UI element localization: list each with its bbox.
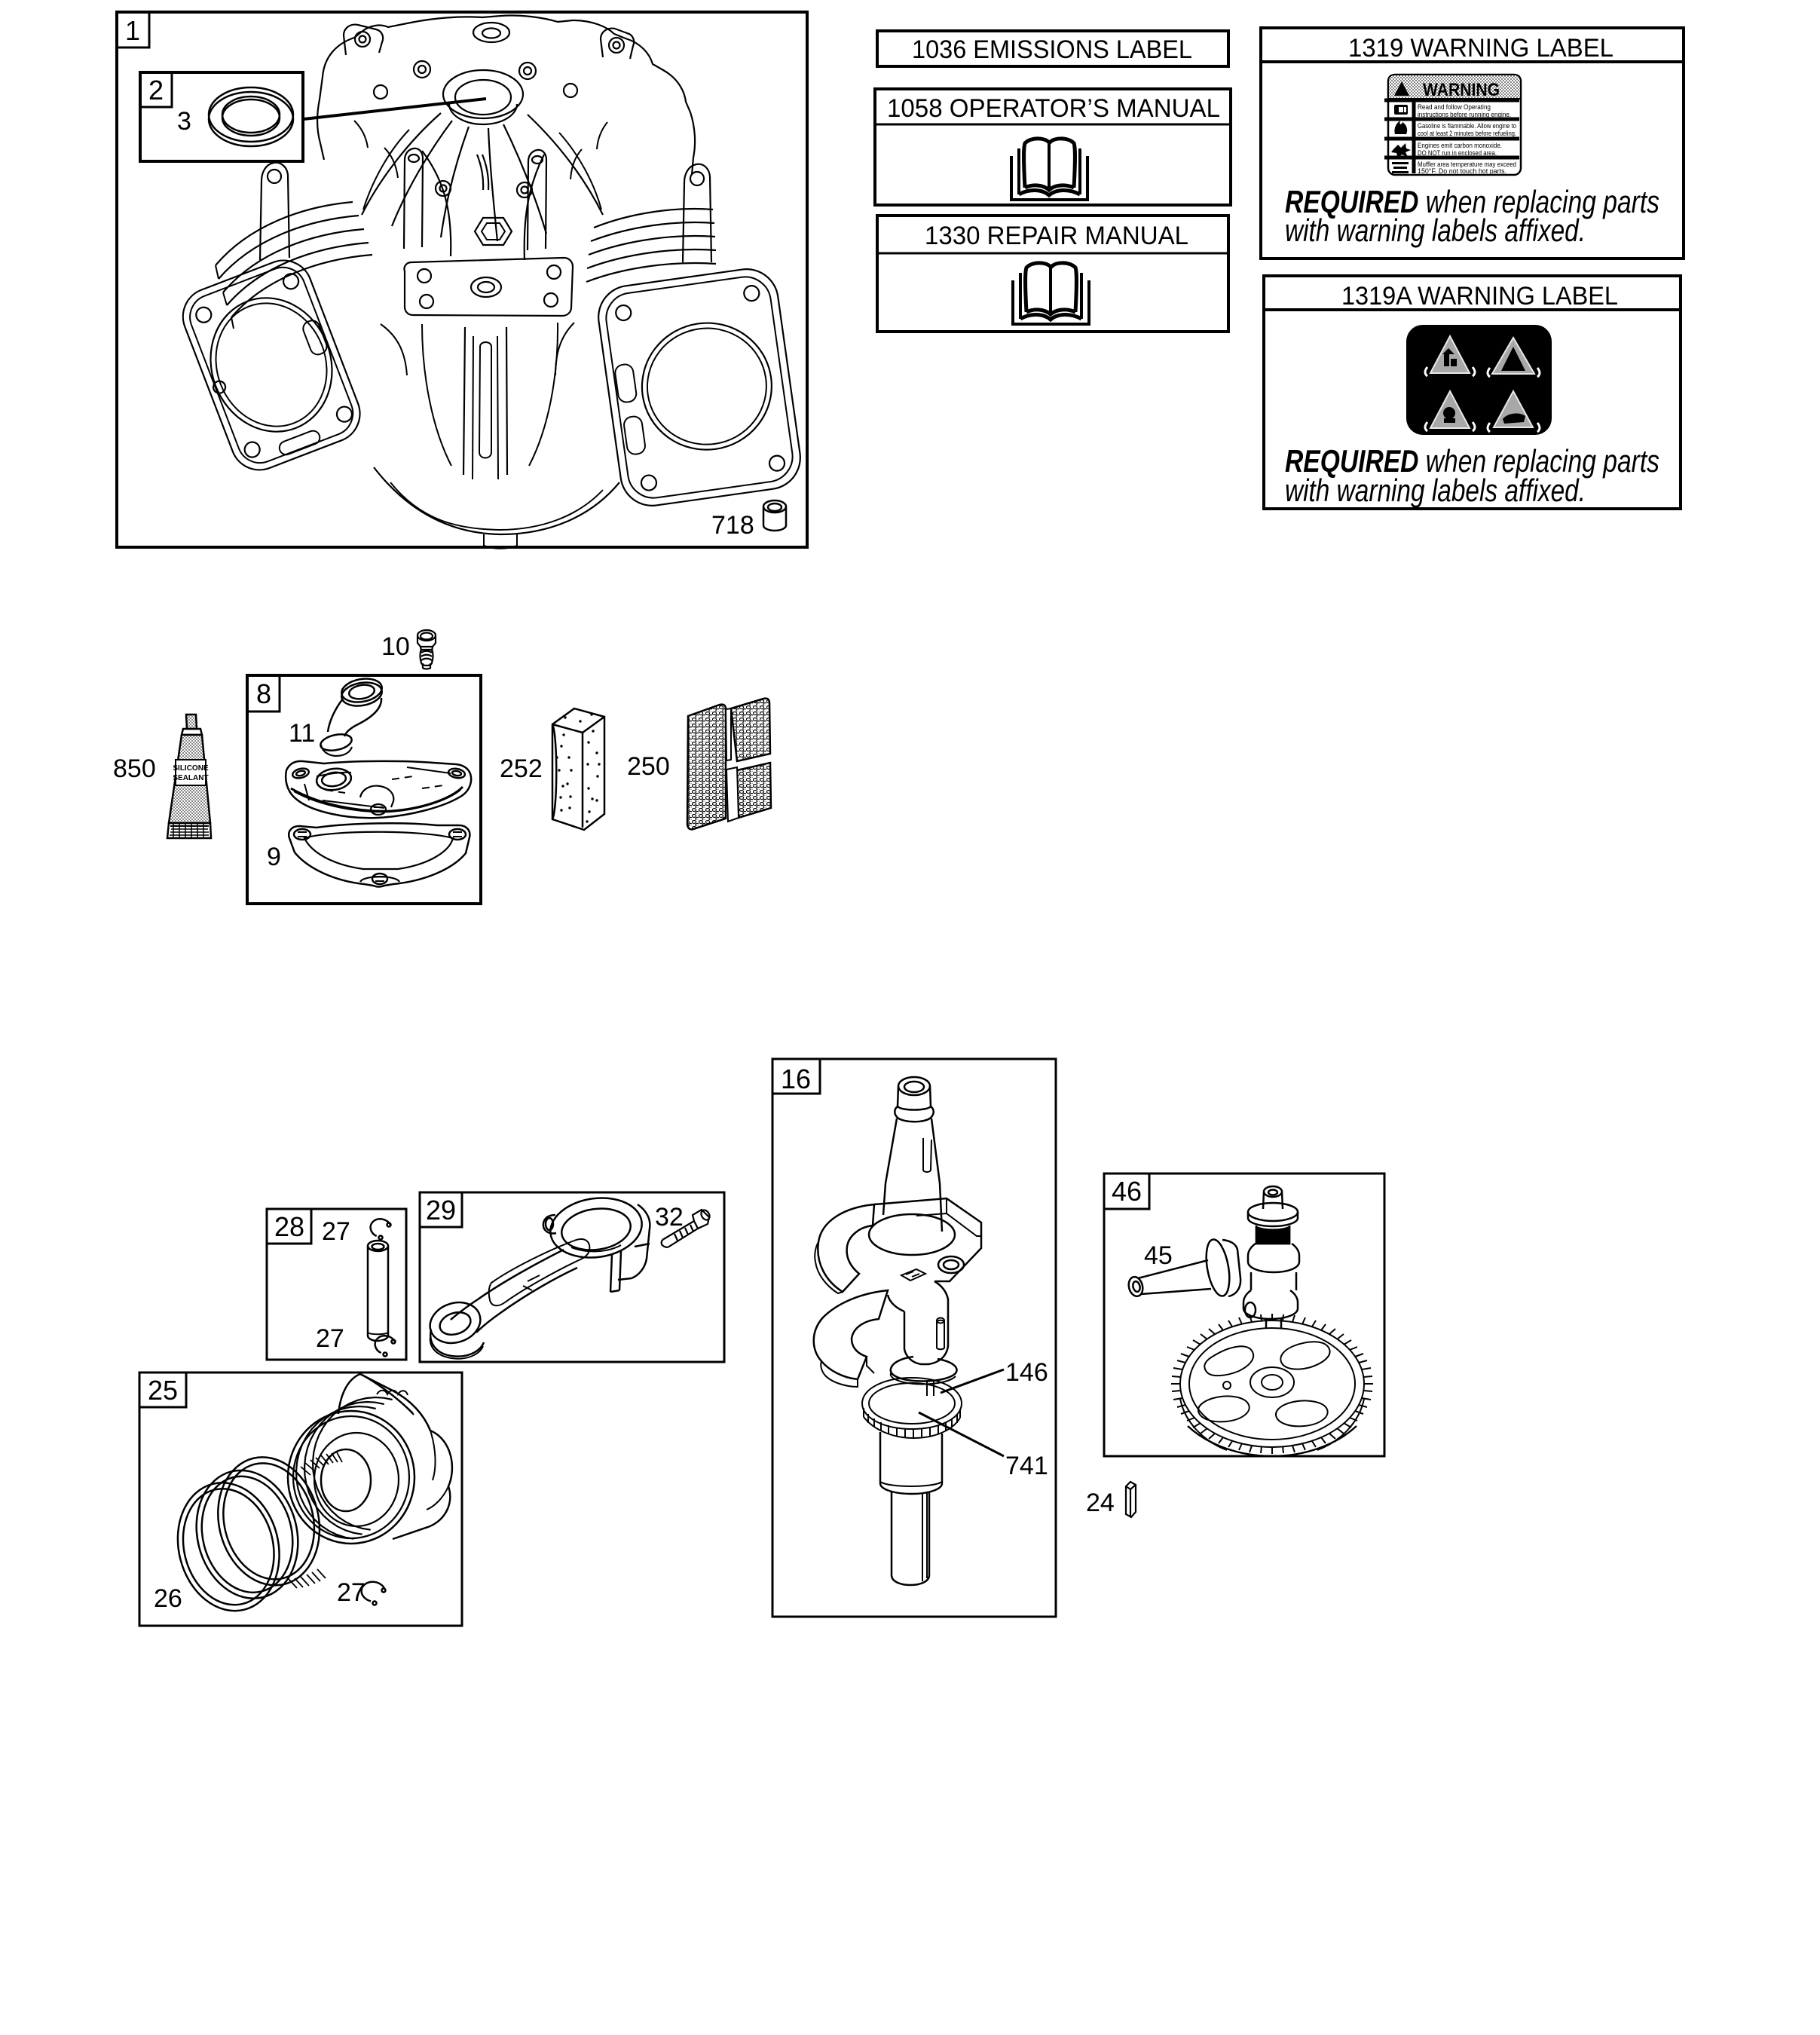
svg-text:27: 27 xyxy=(322,1217,350,1246)
svg-text:26: 26 xyxy=(154,1584,182,1613)
svg-text:REQUIRED when replacing parts: REQUIRED when replacing parts xyxy=(1285,443,1659,479)
svg-text:150°F. Do not touch hot parts: 150°F. Do not touch hot parts. xyxy=(1418,167,1506,175)
svg-text:cool at least 2 minutes before: cool at least 2 minutes before refueling… xyxy=(1418,130,1516,137)
svg-text:10: 10 xyxy=(381,632,410,661)
svg-text:252: 252 xyxy=(500,754,543,783)
svg-text:Gasoline is flammable. Allow e: Gasoline is flammable. Allow engine to xyxy=(1418,122,1516,130)
svg-text:REQUIRED when replacing parts: REQUIRED when replacing parts xyxy=(1285,184,1659,220)
svg-text:24: 24 xyxy=(1086,1489,1115,1517)
svg-text:146: 146 xyxy=(1005,1358,1048,1387)
svg-text:instructions before running en: instructions before running engine. xyxy=(1418,111,1511,118)
svg-text:718: 718 xyxy=(711,511,754,540)
svg-text:3: 3 xyxy=(177,107,191,136)
svg-text:8: 8 xyxy=(256,678,271,709)
svg-text:WARNING: WARNING xyxy=(1423,80,1500,100)
svg-text:25: 25 xyxy=(148,1375,178,1406)
svg-text:29: 29 xyxy=(426,1195,456,1226)
svg-text:46: 46 xyxy=(1112,1176,1142,1207)
svg-text:45: 45 xyxy=(1144,1241,1173,1270)
svg-text:741: 741 xyxy=(1005,1452,1048,1480)
svg-text:SILICONE: SILICONE xyxy=(173,764,209,773)
svg-text:SEALANT: SEALANT xyxy=(173,774,208,782)
svg-text:250: 250 xyxy=(627,752,670,781)
svg-text:9: 9 xyxy=(267,843,281,871)
svg-text:27: 27 xyxy=(316,1324,344,1353)
svg-text:850: 850 xyxy=(113,754,156,783)
svg-text:1: 1 xyxy=(125,15,140,46)
svg-text:with warning labels affixed.: with warning labels affixed. xyxy=(1285,213,1586,248)
svg-text:16: 16 xyxy=(781,1063,811,1094)
svg-text:1319 WARNING LABEL: 1319 WARNING LABEL xyxy=(1348,34,1614,63)
svg-text:11: 11 xyxy=(289,719,315,748)
svg-text:Engines emit carbon monoxide.: Engines emit carbon monoxide. xyxy=(1418,142,1502,149)
svg-text:1036 EMISSIONS LABEL: 1036 EMISSIONS LABEL xyxy=(912,35,1192,64)
svg-text:with warning labels affixed.: with warning labels affixed. xyxy=(1285,473,1586,508)
svg-text:1319A WARNING LABEL: 1319A WARNING LABEL xyxy=(1341,282,1618,311)
svg-text:32: 32 xyxy=(655,1203,684,1232)
svg-text:2: 2 xyxy=(148,75,164,106)
svg-text:Read and follow Operating: Read and follow Operating xyxy=(1418,103,1491,111)
svg-text:DO NOT run in enclosed area.: DO NOT run in enclosed area. xyxy=(1418,149,1497,157)
svg-text:1330 REPAIR MANUAL: 1330 REPAIR MANUAL xyxy=(925,222,1188,250)
svg-text:Muffler area temperature may e: Muffler area temperature may exceed xyxy=(1418,161,1516,168)
svg-text:1058 OPERATOR’S MANUAL: 1058 OPERATOR’S MANUAL xyxy=(887,94,1220,123)
svg-text:28: 28 xyxy=(274,1211,304,1242)
